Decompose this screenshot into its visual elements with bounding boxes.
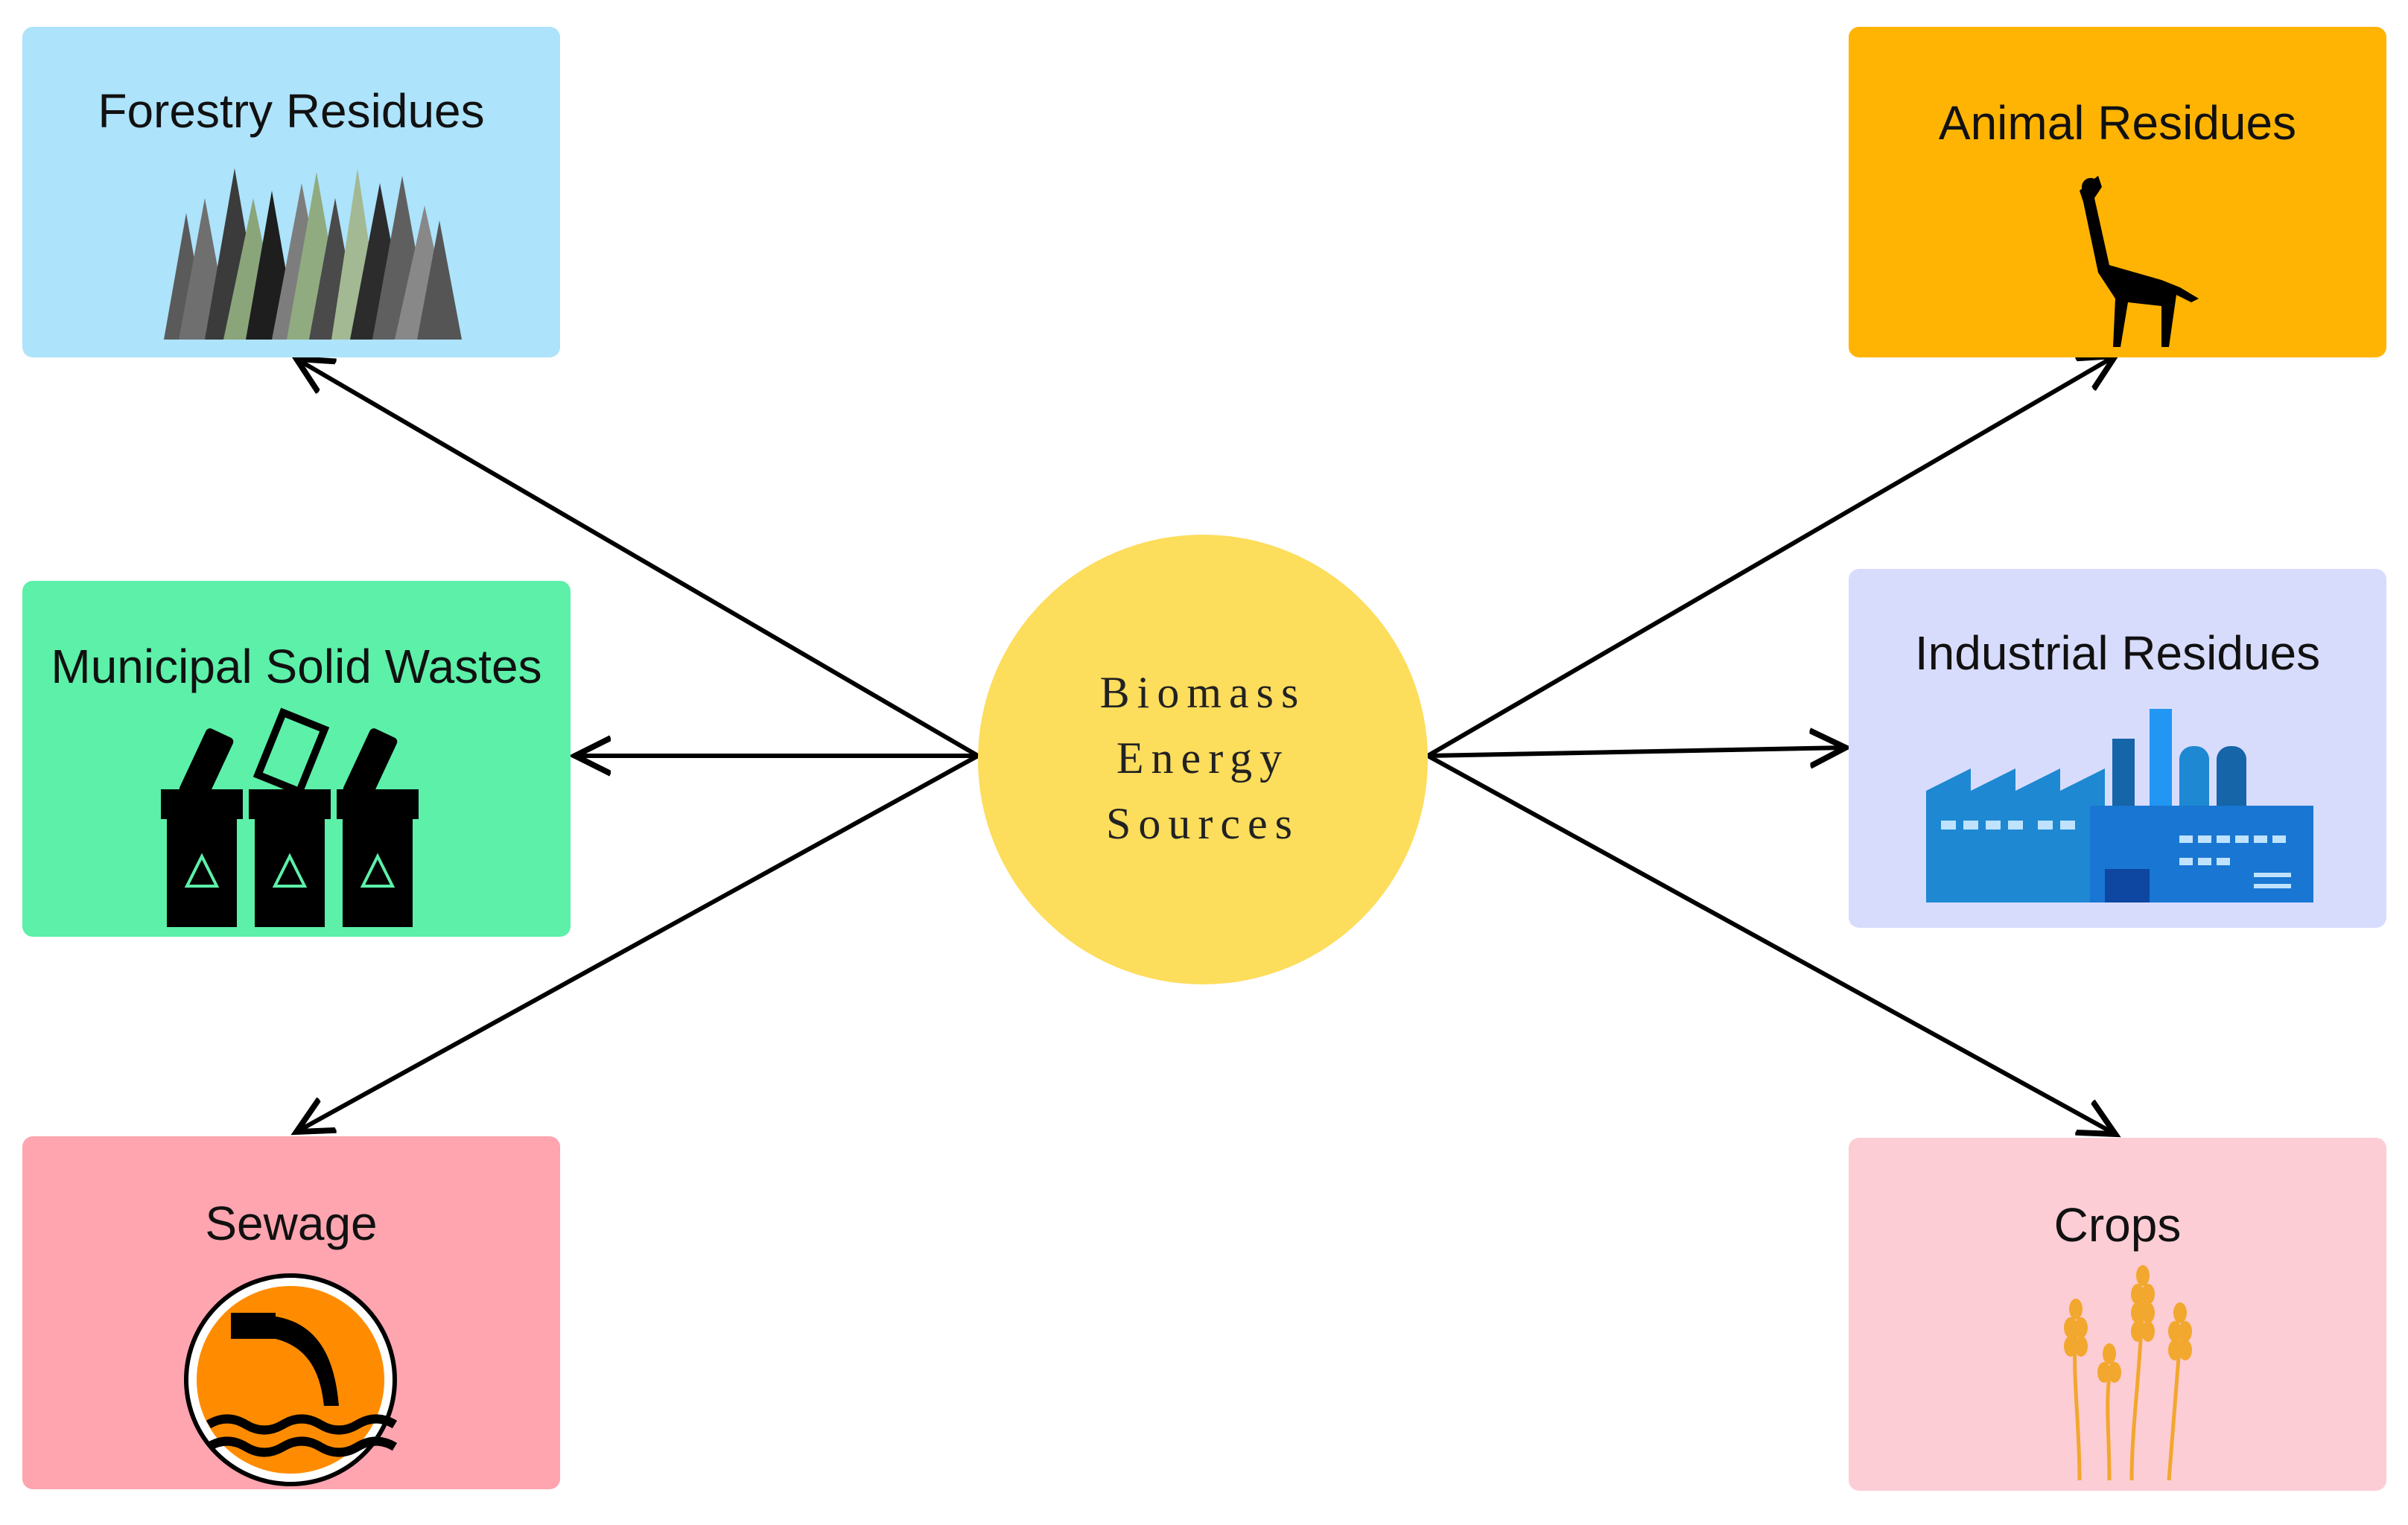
center-label-line-1: Biomass bbox=[1099, 668, 1306, 717]
arrow-to-sewage bbox=[296, 754, 979, 1132]
wheat-icon bbox=[2064, 1265, 2192, 1480]
recycle-bins-icon bbox=[161, 707, 419, 927]
arrow-to-crops bbox=[1426, 754, 2115, 1134]
animal-residues-box: Animal Residues bbox=[1849, 27, 2386, 357]
sewage-pipe-icon bbox=[184, 1273, 398, 1486]
arrow-to-animal bbox=[1426, 356, 2115, 758]
forestry-residues-label: Forestry Residues bbox=[98, 84, 485, 138]
factory-icon bbox=[1926, 709, 2313, 902]
municipal-solid-wastes-label: Municipal Solid Wastes bbox=[51, 640, 542, 693]
sewage-box: Sewage bbox=[22, 1136, 560, 1489]
industrial-residues-label: Industrial Residues bbox=[1914, 626, 2321, 680]
forestry-residues-box: Forestry Residues bbox=[22, 27, 560, 357]
municipal-solid-wastes-box: Municipal Solid Wastes bbox=[22, 581, 571, 937]
biomass-energy-sources-node: Biomass Energy Sources bbox=[978, 535, 1428, 984]
sewage-label: Sewage bbox=[205, 1197, 378, 1250]
giraffe-icon bbox=[2080, 176, 2199, 347]
industrial-residues-box: Industrial Residues bbox=[1849, 569, 2386, 928]
crops-box: Crops bbox=[1849, 1138, 2386, 1491]
crops-label: Crops bbox=[2053, 1198, 2182, 1252]
animal-residues-label: Animal Residues bbox=[1938, 96, 2297, 150]
arrow-to-industrial bbox=[1427, 748, 1846, 756]
arrow-to-forestry bbox=[296, 359, 979, 758]
forest-icon bbox=[164, 168, 462, 340]
center-label-line-3: Sources bbox=[1106, 799, 1300, 848]
center-label-line-2: Energy bbox=[1116, 733, 1290, 783]
